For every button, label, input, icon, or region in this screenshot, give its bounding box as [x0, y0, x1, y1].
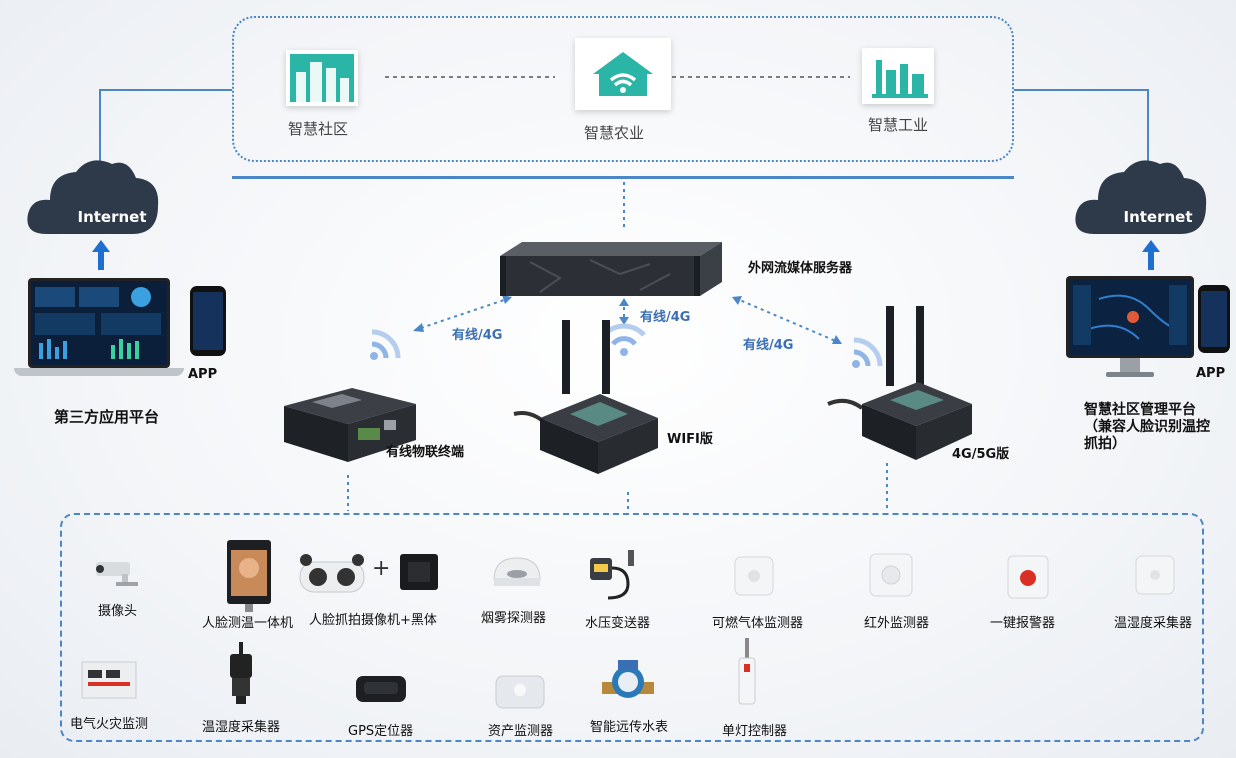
phone-left[interactable] — [190, 286, 226, 356]
water-meter-label: 智能远传水表 — [590, 720, 669, 735]
temp-humidity-1-label: 温湿度采集器 — [1114, 616, 1193, 631]
plus-sign: + — [372, 556, 391, 581]
cloud-left-icon — [27, 160, 159, 234]
upload-arrow-right-icon — [1142, 240, 1160, 270]
smart-community-label: 智慧社区 — [287, 120, 348, 138]
smart-industry-tile[interactable] — [862, 48, 934, 104]
infrared-detector-icon — [869, 553, 913, 597]
wired-terminal-device[interactable] — [282, 384, 418, 466]
temp-humidity-probe-icon — [230, 642, 252, 704]
camera-icon — [96, 562, 138, 586]
alarm-button-label: 一键报警器 — [990, 616, 1056, 631]
electrical-fire-monitor-icon — [81, 661, 137, 699]
link-left-label: 有线/4G — [452, 328, 503, 343]
gps-locator-icon — [356, 676, 406, 702]
gas-detector-label: 可燃气体监测器 — [712, 616, 804, 631]
city-buildings-icon — [290, 54, 354, 102]
wifi-router-device[interactable] — [510, 318, 660, 478]
third-party-platform-label: 第三方应用平台 — [54, 408, 160, 426]
rack-server-icon — [500, 242, 722, 296]
application-scenarios-box — [232, 16, 1014, 162]
cellular-version-label: 4G/5G版 — [952, 447, 1010, 462]
internet-right-label: Internet — [1123, 208, 1193, 226]
wired-terminal-label: 有线物联终端 — [386, 445, 465, 460]
laptop-dashboard[interactable] — [14, 278, 184, 382]
temp-humidity-sensor-icon — [1135, 555, 1175, 595]
smart-industry-label: 智慧工业 — [867, 116, 928, 134]
face-temp-terminal-icon — [227, 540, 271, 612]
app-right-label: APP — [1196, 366, 1226, 381]
cloud-right-icon — [1075, 160, 1207, 234]
link-center-label: 有线/4G — [640, 310, 691, 325]
light-controller-label: 单灯控制器 — [722, 724, 788, 739]
internet-left-label: Internet — [77, 208, 147, 226]
camera-label: 摄像头 — [98, 604, 138, 619]
wifi-version-label: WIFI版 — [667, 432, 713, 447]
water-pressure-transmitter-icon — [590, 550, 634, 600]
signal-right-icon — [852, 337, 883, 368]
face-temp-label: 人脸测温一体机 — [202, 616, 294, 631]
cellular-router-device[interactable] — [826, 304, 974, 464]
smart-agriculture-label: 智慧农业 — [583, 124, 644, 142]
infrared-detector-label: 红外监测器 — [864, 616, 930, 631]
app-left-label: APP — [188, 367, 218, 382]
alarm-button-icon[interactable] — [1006, 554, 1050, 600]
streaming-server[interactable] — [500, 238, 722, 298]
face-capture-camera-icon — [299, 554, 365, 593]
blackbody-icon — [400, 554, 438, 590]
smart-agriculture-tile[interactable] — [575, 38, 671, 110]
electrical-fire-label: 电气火灾监测 — [70, 717, 149, 732]
phone-right[interactable] — [1198, 285, 1230, 353]
dashboard-charts-icon — [35, 287, 161, 359]
smart-community-tile[interactable] — [286, 50, 358, 106]
gps-locator-label: GPS定位器 — [348, 724, 414, 739]
asset-monitor-icon — [495, 675, 545, 709]
face-capture-label: 人脸抓拍摄像机+黑体 — [309, 613, 437, 628]
streaming-server-label: 外网流媒体服务器 — [748, 261, 853, 276]
signal-left-icon — [370, 329, 401, 360]
link-right-label: 有线/4G — [743, 338, 794, 353]
smart-water-meter-icon — [602, 660, 654, 698]
smoke-detector-label: 烟雾探测器 — [481, 611, 547, 626]
sensor-devices-box — [60, 513, 1204, 742]
community-management-platform-label: 智慧社区管理平台（兼容人脸识别温控抓拍） — [1084, 402, 1210, 452]
monitor-dashboard[interactable] — [1066, 276, 1194, 386]
map-dashboard-icon — [1069, 279, 1191, 355]
temp-humidity-2-label: 温湿度采集器 — [202, 720, 281, 735]
upload-arrow-left-icon — [92, 240, 110, 270]
gas-detector-icon — [734, 556, 774, 596]
water-pressure-label: 水压变送器 — [585, 616, 651, 631]
asset-monitor-label: 资产监测器 — [488, 724, 554, 739]
factory-icon — [866, 52, 930, 100]
application-divider — [232, 176, 1014, 179]
smoke-detector-icon — [493, 557, 541, 586]
wifi-house-icon — [581, 44, 665, 104]
single-light-controller-icon — [738, 638, 756, 705]
